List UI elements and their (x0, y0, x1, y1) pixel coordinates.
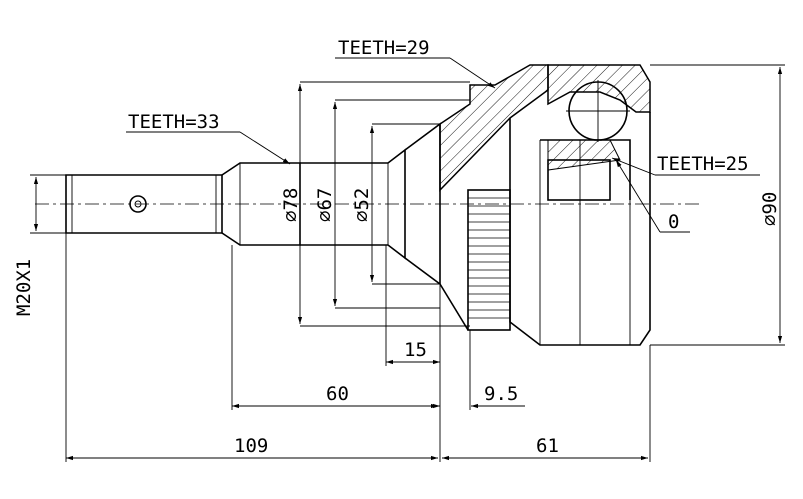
dimension-61: 61 (536, 435, 559, 457)
diameter-52-label: ⌀52 (351, 188, 373, 222)
leader-lines (126, 57, 760, 233)
dimension-15: 15 (404, 339, 427, 361)
teeth-inner-label: TEETH=25 (657, 153, 749, 175)
thread-label: M20X1 (13, 259, 35, 316)
outer-bell-housing (439, 64, 651, 346)
diameter-78-label: ⌀78 (280, 188, 302, 222)
dimension-9-5: 9.5 (484, 383, 518, 405)
dimension-109: 109 (234, 435, 268, 457)
zero-label: 0 (668, 211, 679, 233)
teeth-outer-label: TEETH=29 (338, 37, 430, 59)
teeth-shaft-label: TEETH=33 (128, 111, 220, 133)
diameter-outer-label: ⌀90 (759, 192, 781, 226)
length-dimensions (65, 233, 651, 462)
abs-ring (439, 189, 511, 331)
dimension-60: 60 (326, 383, 349, 405)
diameter-dimensions (30, 64, 785, 346)
diameter-67-label: ⌀67 (314, 188, 336, 222)
